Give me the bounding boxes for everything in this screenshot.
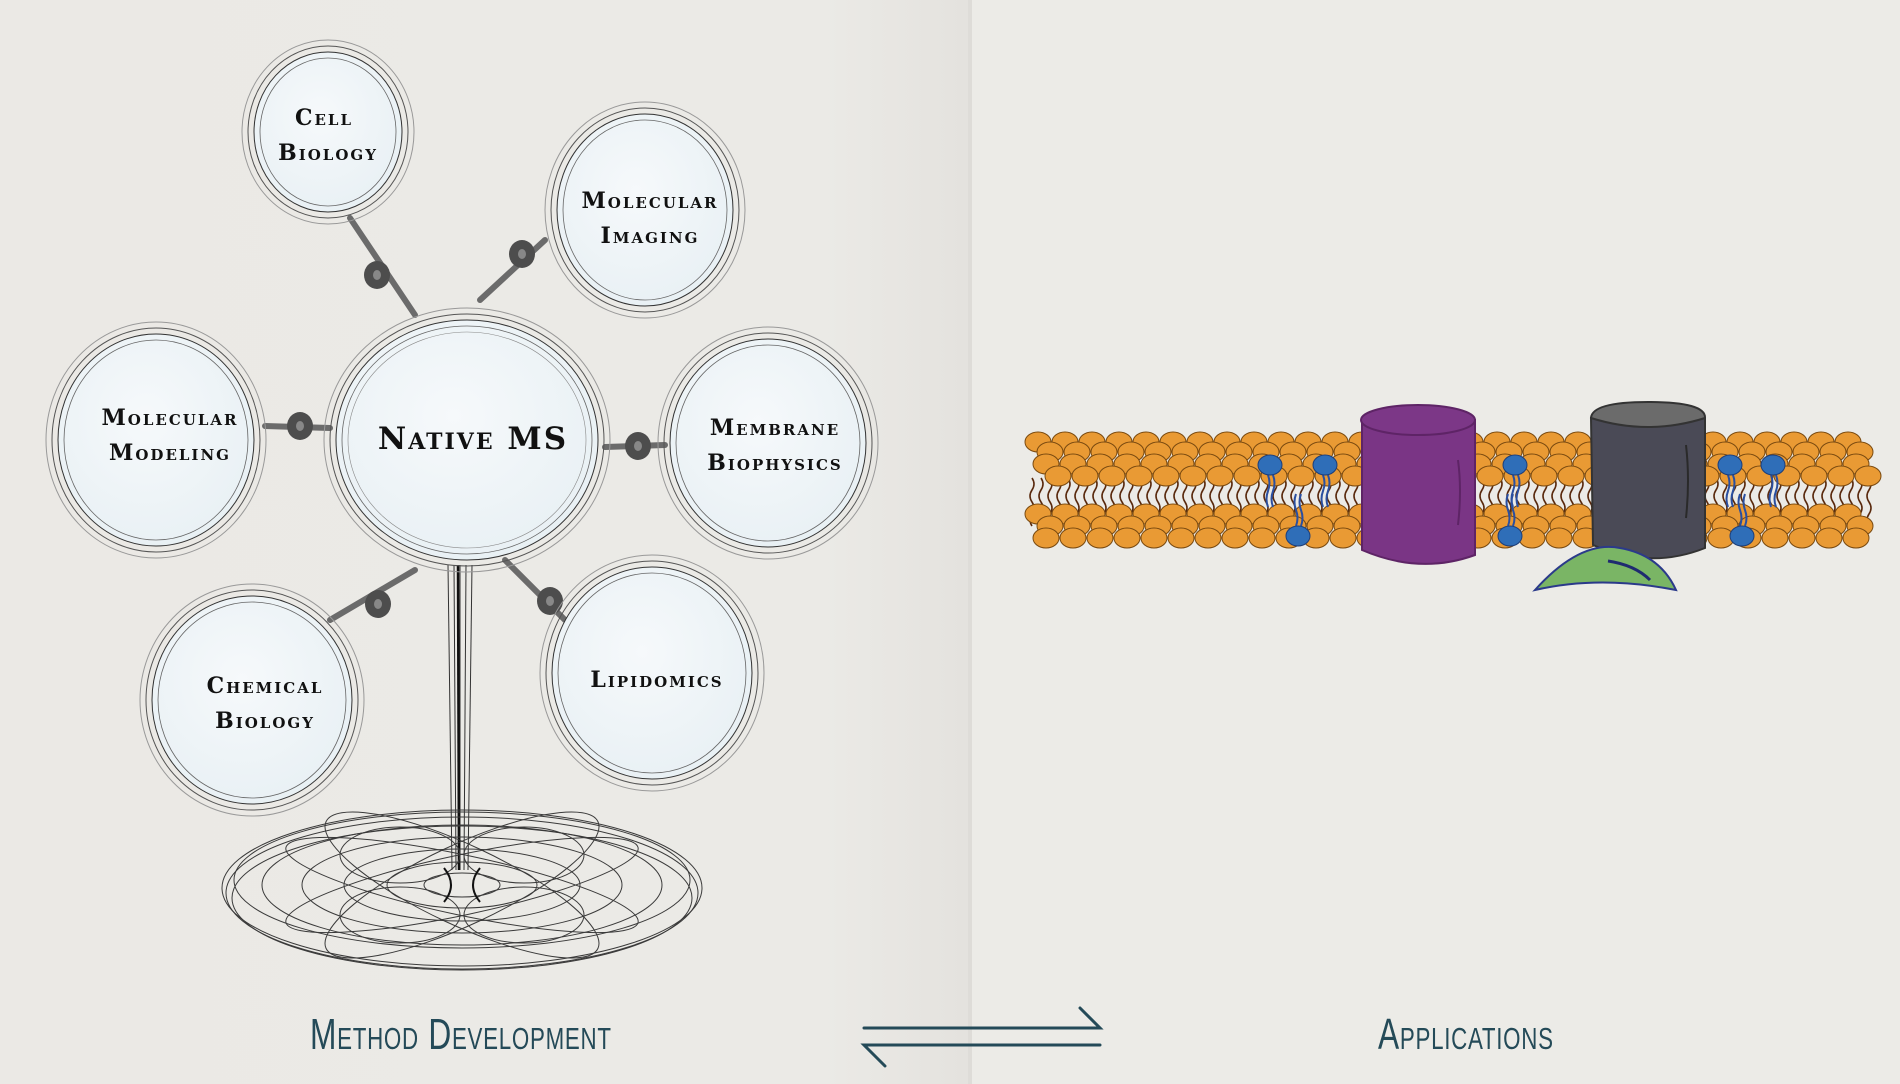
- node-label-line: Membrane: [710, 415, 840, 441]
- node-cell-biology: Cell Biology: [241, 39, 415, 225]
- lipid-head: [1287, 465, 1315, 487]
- reverse-arrow: [860, 1043, 1102, 1068]
- node-label-line: Molecular: [581, 188, 718, 214]
- hub-label: Native MS: [378, 421, 568, 457]
- lipid-head: [1530, 465, 1558, 487]
- node-label-line: Molecular: [101, 405, 238, 431]
- knob-cell-biology: [364, 261, 390, 289]
- node-label-line: Cell: [295, 105, 353, 131]
- gray-channel-protein: [1589, 400, 1707, 560]
- lipid-head: [1800, 465, 1828, 487]
- special-lipid-head: [1502, 454, 1528, 476]
- lipid-head: [1032, 527, 1060, 549]
- applications-caption: Applications: [1378, 1010, 1554, 1059]
- lipid-head: [1476, 465, 1504, 487]
- lipid-head: [1827, 465, 1855, 487]
- lipid-head: [1194, 527, 1222, 549]
- lipid-head: [1098, 465, 1126, 487]
- lipid-head: [1113, 527, 1141, 549]
- node-lipidomics: Lipidomics: [539, 554, 765, 792]
- lipid-head: [1788, 527, 1816, 549]
- lipid-head: [1206, 465, 1234, 487]
- node-label-line: Chemical: [207, 673, 324, 699]
- special-lipid-tail: [1737, 493, 1748, 527]
- special-lipid-tail: [1725, 474, 1736, 508]
- lipid-head: [1059, 527, 1087, 549]
- knob-lipidomics: [537, 587, 563, 615]
- node-chemical-biology: Chemical Biology: [139, 583, 365, 817]
- hub-native-ms: Native MS: [323, 307, 611, 573]
- lipid-head: [1248, 527, 1276, 549]
- lipid-head: [1152, 465, 1180, 487]
- node-label-line: Biology: [278, 140, 378, 166]
- purple-channel-protein: [1360, 404, 1476, 565]
- hub-stem: [447, 564, 473, 871]
- wireframe-base: [221, 809, 703, 971]
- node-membrane-biophysics: Membrane Biophysics: [657, 326, 879, 560]
- knob-molecular-modeling: [287, 412, 313, 440]
- special-lipid-head: [1717, 454, 1743, 476]
- lipid-head: [1518, 527, 1546, 549]
- special-lipid-tail: [1768, 474, 1779, 508]
- node-molecular-modeling: Molecular Modeling: [45, 321, 267, 559]
- special-lipid-head: [1760, 454, 1786, 476]
- lipid-head: [1125, 465, 1153, 487]
- page-spine: [968, 0, 972, 1084]
- node-molecular-imaging: Molecular Imaging: [544, 101, 746, 319]
- lipid-head: [1071, 465, 1099, 487]
- special-lipid-tail: [1320, 474, 1331, 508]
- node-label-line: Modeling: [109, 440, 231, 466]
- special-lipid-head: [1257, 454, 1283, 476]
- special-lipid-head: [1497, 525, 1523, 547]
- forward-arrow: [862, 1006, 1104, 1030]
- lipid-head: [1233, 465, 1261, 487]
- lipid-head: [1086, 527, 1114, 549]
- lipid-head: [1761, 527, 1789, 549]
- special-lipid-head: [1729, 525, 1755, 547]
- node-label-line: Lipidomics: [590, 667, 723, 693]
- lipid-head: [1815, 527, 1843, 549]
- special-lipid-tail: [1293, 493, 1304, 527]
- knob-molecular-imaging: [509, 240, 535, 268]
- connector-knobs: [287, 240, 651, 618]
- special-lipid-head: [1312, 454, 1338, 476]
- green-peripheral-protein: [1532, 546, 1678, 592]
- special-lipid-head: [1285, 525, 1311, 547]
- knob-membrane-biophysics: [625, 432, 651, 460]
- lipid-head: [1179, 465, 1207, 487]
- lipid-head: [1044, 465, 1072, 487]
- lipid-head: [1167, 527, 1195, 549]
- node-label-line: Imaging: [601, 223, 700, 249]
- lipid-head: [1854, 465, 1882, 487]
- lipid-head: [1842, 527, 1870, 549]
- special-lipid-tail: [1265, 474, 1276, 508]
- lipid-head: [1545, 527, 1573, 549]
- lipid-head: [1329, 527, 1357, 549]
- special-lipid-tail: [1505, 493, 1516, 527]
- lipid-head: [1140, 527, 1168, 549]
- knob-chemical-biology: [365, 590, 391, 618]
- node-label-line: Biology: [215, 708, 315, 734]
- equilibrium-arrow: [860, 1006, 1104, 1068]
- lipid-head: [1557, 465, 1585, 487]
- method-development-caption: Method Development: [310, 1010, 612, 1059]
- node-label-line: Biophysics: [707, 450, 842, 476]
- lipid-head: [1221, 527, 1249, 549]
